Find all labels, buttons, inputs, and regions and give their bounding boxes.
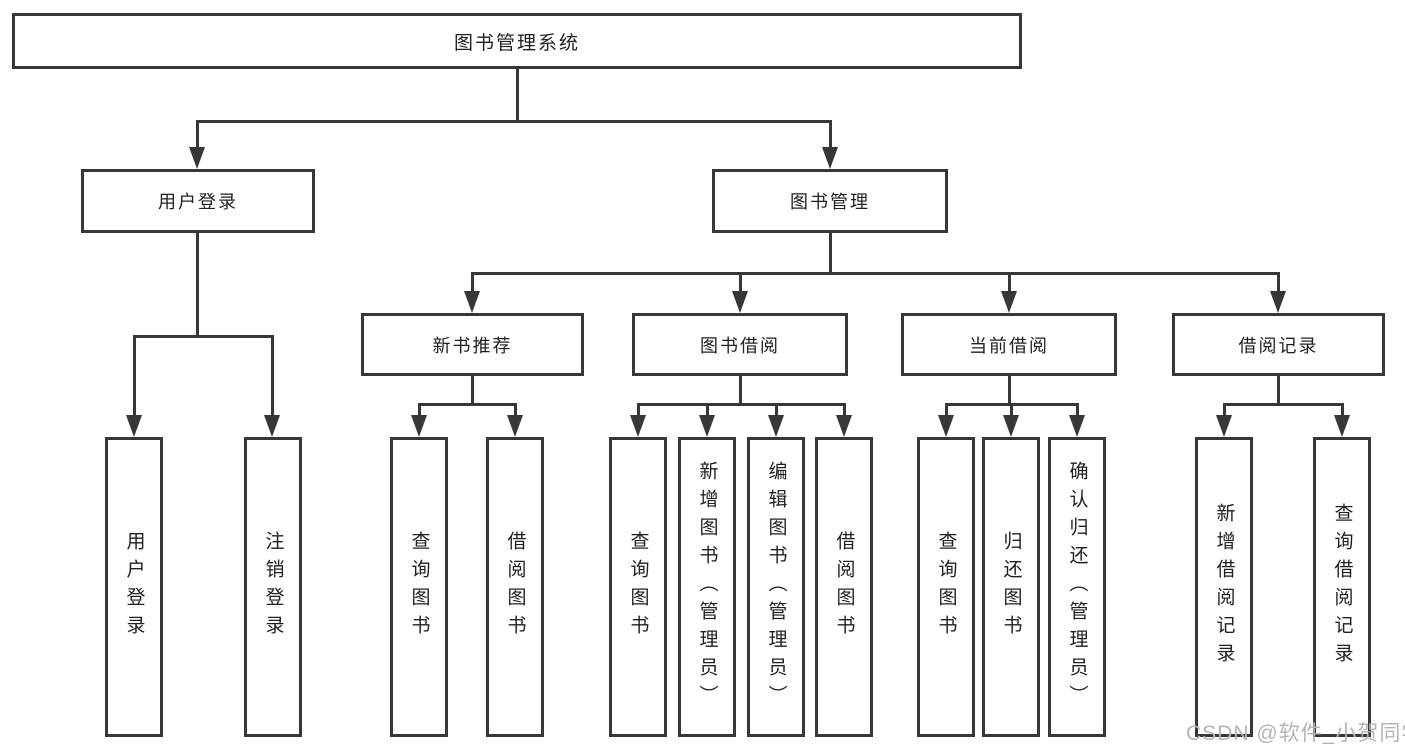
connector-book-borrow-rail — [637, 403, 846, 406]
connector-drop-leaf — [706, 403, 709, 415]
arrow-down-icon — [938, 415, 954, 437]
arrow-down-icon — [836, 415, 852, 437]
node-book-management: 图书管理 — [712, 169, 948, 233]
arrow-down-icon — [768, 415, 784, 437]
connector-drop-leaf — [418, 403, 421, 415]
leaf-borrow-add-book: 新增图书（管理员） — [678, 437, 736, 737]
node-new-book-recommend: 新书推荐 — [361, 313, 584, 376]
connector-drop-leaf — [271, 335, 274, 415]
connector-drop-current-borrow — [1008, 272, 1011, 291]
connector-drop-leaf — [775, 403, 778, 415]
leaf-borrow-borrow-book: 借阅图书 — [815, 437, 873, 737]
connector-borrow-records-rail — [1223, 403, 1344, 406]
leaf-new-book-borrow-label: 借阅图书 — [504, 531, 526, 643]
node-root: 图书管理系统 — [12, 13, 1022, 69]
connector-drop-leaf — [1010, 403, 1013, 415]
leaf-new-book-borrow: 借阅图书 — [486, 437, 544, 737]
node-root-label: 图书管理系统 — [453, 32, 580, 54]
connector-root-rail — [197, 120, 832, 123]
leaf-user-login-label: 用户登录 — [123, 531, 145, 643]
leaf-borrow-query-label: 查询图书 — [627, 531, 649, 643]
node-book-borrow-label: 图书借阅 — [700, 335, 780, 356]
leaf-logout-label: 注销登录 — [262, 531, 284, 643]
arrow-down-icon — [1334, 415, 1350, 437]
leaf-borrow-add-book-label: 新增图书（管理员） — [696, 461, 718, 713]
arrow-down-icon — [822, 147, 838, 169]
connector-new-book-stem — [471, 376, 474, 405]
leaf-record-query: 查询借阅记录 — [1313, 437, 1371, 737]
leaf-current-query-label: 查询图书 — [935, 531, 957, 643]
connector-current-borrow-stem — [1008, 376, 1011, 405]
leaf-borrow-borrow-book-label: 借阅图书 — [833, 531, 855, 643]
leaf-borrow-edit-book-label: 编辑图书（管理员） — [765, 461, 787, 713]
node-book-management-label: 图书管理 — [790, 192, 870, 212]
leaf-record-add-label: 新增借阅记录 — [1213, 503, 1235, 671]
leaf-current-return-label: 归还图书 — [1000, 531, 1022, 643]
leaf-current-query: 查询图书 — [917, 437, 975, 737]
connector-drop-user-login — [196, 120, 199, 147]
connector-drop-leaf — [514, 403, 517, 415]
connector-drop-leaf — [945, 403, 948, 415]
connector-drop-new-book — [471, 272, 474, 291]
leaf-current-return: 归还图书 — [982, 437, 1040, 737]
connector-drop-book-borrow — [739, 272, 742, 291]
connector-drop-book-management — [829, 120, 832, 147]
connector-drop-leaf — [1341, 403, 1344, 415]
node-new-book-recommend-label: 新书推荐 — [432, 335, 513, 356]
arrow-down-icon — [1003, 415, 1019, 437]
node-borrow-records: 借阅记录 — [1172, 313, 1385, 376]
connector-book-borrow-stem — [739, 376, 742, 405]
connector-new-book-rail — [418, 403, 517, 406]
leaf-user-login: 用户登录 — [105, 437, 163, 737]
connector-user-login-stem — [196, 233, 199, 337]
leaf-logout: 注销登录 — [244, 437, 302, 737]
arrow-down-icon — [1270, 291, 1286, 313]
leaf-record-query-label: 查询借阅记录 — [1331, 503, 1353, 671]
leaf-record-add: 新增借阅记录 — [1195, 437, 1253, 737]
leaf-current-confirm-return-label: 确认归还（管理员） — [1066, 461, 1088, 713]
arrow-down-icon — [189, 147, 205, 169]
node-borrow-records-label: 借阅记录 — [1238, 335, 1319, 356]
arrow-down-icon — [630, 415, 646, 437]
arrow-down-icon — [1001, 291, 1017, 313]
connector-drop-leaf — [133, 335, 136, 415]
connector-drop-leaf — [1076, 403, 1079, 415]
node-current-borrow-label: 当前借阅 — [969, 335, 1049, 356]
node-user-login-label: 用户登录 — [158, 192, 238, 212]
node-user-login: 用户登录 — [81, 169, 315, 233]
connector-drop-leaf — [637, 403, 640, 415]
connector-root-stem — [516, 69, 519, 122]
leaf-borrow-query: 查询图书 — [609, 437, 667, 737]
arrow-down-icon — [411, 415, 427, 437]
node-book-borrow: 图书借阅 — [632, 313, 848, 376]
arrow-down-icon — [1216, 415, 1232, 437]
connector-user-login-rail — [133, 335, 274, 338]
connector-borrow-records-stem — [1277, 376, 1280, 405]
connector-drop-borrow-records — [1277, 272, 1280, 291]
connector-drop-leaf — [843, 403, 846, 415]
leaf-new-book-query-label: 查询图书 — [408, 531, 430, 643]
leaf-current-confirm-return: 确认归还（管理员） — [1048, 437, 1106, 737]
arrow-down-icon — [264, 415, 280, 437]
leaf-new-book-query: 查询图书 — [390, 437, 448, 737]
connector-book-management-rail — [471, 272, 1280, 275]
arrow-down-icon — [732, 291, 748, 313]
arrow-down-icon — [507, 415, 523, 437]
arrow-down-icon — [699, 415, 715, 437]
connector-drop-leaf — [1223, 403, 1226, 415]
arrow-down-icon — [126, 415, 142, 437]
watermark: CSDN @软件_小贺同学 — [1186, 722, 1405, 745]
arrow-down-icon — [1069, 415, 1085, 437]
arrow-down-icon — [464, 291, 480, 313]
node-current-borrow: 当前借阅 — [901, 313, 1117, 376]
leaf-borrow-edit-book: 编辑图书（管理员） — [747, 437, 805, 737]
connector-book-management-stem — [829, 233, 832, 274]
